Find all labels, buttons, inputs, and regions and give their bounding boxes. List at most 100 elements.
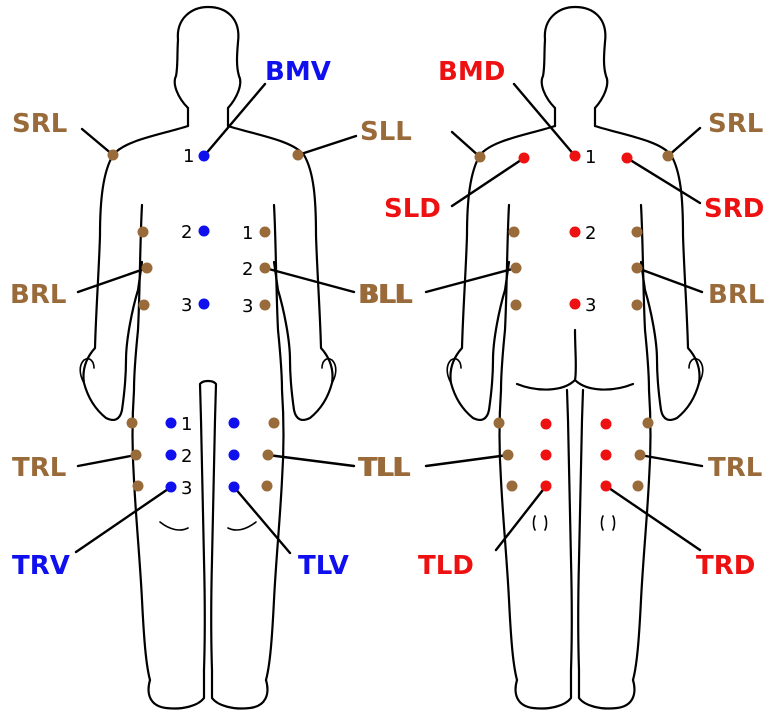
sensor-dot	[475, 152, 486, 163]
label-brl-back: BRL	[708, 280, 764, 310]
sensor-dot	[509, 227, 520, 238]
label-srl-back: SRL	[708, 109, 763, 139]
front-neck	[188, 108, 228, 126]
front-figure	[80, 7, 336, 709]
chest-number-1: 1	[183, 146, 194, 167]
spine-number-2: 2	[585, 223, 596, 244]
sensor-dot	[541, 419, 552, 430]
front-labels: SRL BMV SLL BRL BLL TRL TLL TRV TLV	[10, 57, 412, 581]
label-bmd: BMD	[438, 57, 505, 87]
thigh-number-2: 2	[181, 446, 192, 467]
front-brown-sensors	[108, 150, 304, 492]
sensor-dot	[622, 153, 633, 164]
label-bmv: BMV	[265, 57, 331, 87]
sensor-dot	[601, 450, 612, 461]
sensor-dot	[166, 418, 177, 429]
sensor-dot	[511, 263, 522, 274]
sensor-dot	[262, 481, 273, 492]
label-brl-front: BRL	[10, 280, 66, 310]
front-inner-legs	[200, 381, 216, 670]
sensor-dot	[519, 153, 530, 164]
sensor-dot	[601, 481, 612, 492]
arm-number-3: 3	[242, 296, 253, 317]
sensor-dot	[635, 450, 646, 461]
sensor-dot	[138, 227, 149, 238]
sensor-dot	[632, 263, 643, 274]
label-sll: SLL	[360, 117, 412, 147]
back-figure	[447, 7, 703, 709]
spine-number-3: 3	[585, 295, 596, 316]
front-thumbs	[80, 359, 336, 383]
sensor-dot	[166, 450, 177, 461]
spine-number-1: 1	[585, 147, 596, 168]
sensor-dot	[260, 263, 271, 274]
sensor-dot	[108, 150, 119, 161]
label-sld: SLD	[384, 194, 441, 224]
label-srd: SRD	[704, 194, 764, 224]
label-trv: TRV	[12, 551, 70, 581]
sensor-dot	[269, 418, 280, 429]
sensor-dot	[166, 482, 177, 493]
arm-number-2: 2	[242, 259, 253, 280]
sensor-dot	[199, 299, 210, 310]
sensor-dot	[507, 481, 518, 492]
sensor-dot	[260, 227, 271, 238]
sensor-dot	[601, 419, 612, 430]
back-knees	[534, 516, 615, 530]
sensor-dot	[133, 481, 144, 492]
sensor-dot	[131, 450, 142, 461]
sensor-dot	[570, 227, 581, 238]
front-numbers: 1 2 3 1 2 3 1 2 3	[181, 146, 253, 499]
sensor-dot	[229, 418, 240, 429]
label-trl-front: TRL	[12, 453, 66, 483]
front-body-outline	[83, 126, 332, 420]
label-trd: TRD	[696, 551, 755, 581]
front-head-outline	[175, 7, 241, 108]
label-bll-back: BLL	[360, 280, 413, 310]
sensor-dot	[570, 299, 581, 310]
sensor-dot	[293, 150, 304, 161]
front-torso-sides	[133, 205, 284, 680]
back-numbers: 1 2 3	[585, 147, 596, 316]
front-feet	[149, 670, 268, 709]
sensor-dot	[229, 482, 240, 493]
sensor-dot	[633, 481, 644, 492]
sensor-dot	[127, 418, 138, 429]
sensor-dot	[260, 300, 271, 311]
sensor-dot	[139, 300, 150, 311]
back-leader-lines	[426, 84, 702, 550]
sensor-dot	[511, 300, 522, 311]
chest-number-3: 3	[181, 295, 192, 316]
sensor-dot	[570, 151, 581, 162]
thigh-number-3: 3	[181, 478, 192, 499]
back-torso-sides	[500, 205, 651, 680]
label-trl-back: TRL	[708, 453, 762, 483]
label-tld: TLD	[418, 551, 474, 581]
sensor-dot	[494, 418, 505, 429]
sensor-dot	[229, 450, 240, 461]
sensor-dot	[643, 418, 654, 429]
sensor-dot	[199, 226, 210, 237]
label-tll-back: TLL	[360, 453, 411, 483]
sensor-dot	[263, 450, 274, 461]
back-feet	[516, 670, 635, 709]
sensor-dot	[199, 151, 210, 162]
sensor-dot	[632, 227, 643, 238]
label-srl-front: SRL	[12, 109, 67, 139]
sensor-dot	[503, 450, 514, 461]
sensor-dot	[663, 151, 674, 162]
back-labels: BMD SRL SLD SRD BLL BRL TLL TRL TLD TRD	[360, 57, 764, 581]
back-neck	[555, 108, 595, 126]
label-tlv: TLV	[298, 551, 349, 581]
back-red-sensors	[519, 151, 633, 492]
sensor-dot	[541, 450, 552, 461]
front-knees	[160, 522, 256, 530]
arm-number-1: 1	[242, 223, 253, 244]
back-head-outline	[542, 7, 608, 108]
thigh-number-1: 1	[181, 414, 192, 435]
sensor-dot	[541, 481, 552, 492]
sensor-dot	[632, 300, 643, 311]
chest-number-2: 2	[181, 222, 192, 243]
